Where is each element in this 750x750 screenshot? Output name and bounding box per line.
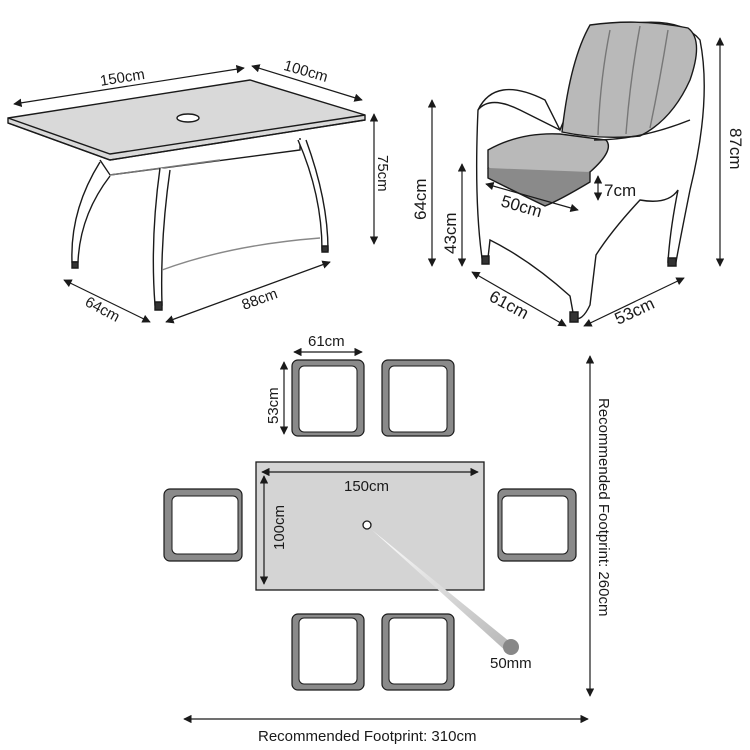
table-leg-length-label: 88cm [240, 285, 280, 314]
parasol-callout-dot [503, 639, 519, 655]
table-width-label: 100cm [282, 57, 330, 86]
plan-table-length-label: 150cm [344, 478, 389, 495]
table-dimension-lines [13, 64, 379, 324]
chair-overall-height-label: 87cm [726, 128, 745, 170]
parasol-callout [372, 530, 515, 653]
chair-illustration [475, 21, 705, 323]
table-length-label: 150cm [99, 66, 146, 90]
parasol-hole-icon [176, 113, 200, 123]
plan-view [163, 359, 577, 691]
plan-chair-top-right [381, 359, 455, 437]
chair-cushion-thickness-label: 7cm [604, 181, 636, 200]
plan-chair-bottom-left [291, 613, 365, 691]
chair-seat-height-label: 43cm [441, 212, 460, 254]
plan-table-width-label: 100cm [271, 505, 288, 550]
footprint-width-label: Recommended Footprint: 310cm [258, 728, 476, 745]
plan-chair-left [163, 488, 243, 562]
plan-chair-bottom-right [381, 613, 455, 691]
chair-arm-height-label: 64cm [411, 178, 430, 220]
plan-dimension-labels: 61cm 53cm 150cm 100cm 50mm Recommended F… [258, 333, 612, 745]
table-illustration [7, 79, 366, 311]
parasol-hole-size-label: 50mm [490, 655, 532, 672]
plan-chair-right [497, 488, 577, 562]
table-height-label: 75cm [374, 155, 391, 192]
plan-chair-width-label: 61cm [308, 333, 345, 350]
plan-chair-depth-label: 53cm [265, 387, 282, 424]
plan-parasol-hole-icon [362, 520, 372, 530]
footprint-depth-label: Recommended Footprint: 260cm [595, 398, 612, 616]
chair-depth-label: 53cm [612, 294, 658, 329]
plan-chair-top-left [291, 359, 365, 437]
plan-dimension-lines [183, 347, 595, 724]
chair-width-label: 61cm [486, 287, 532, 323]
chair-dimension-lines [427, 37, 725, 327]
